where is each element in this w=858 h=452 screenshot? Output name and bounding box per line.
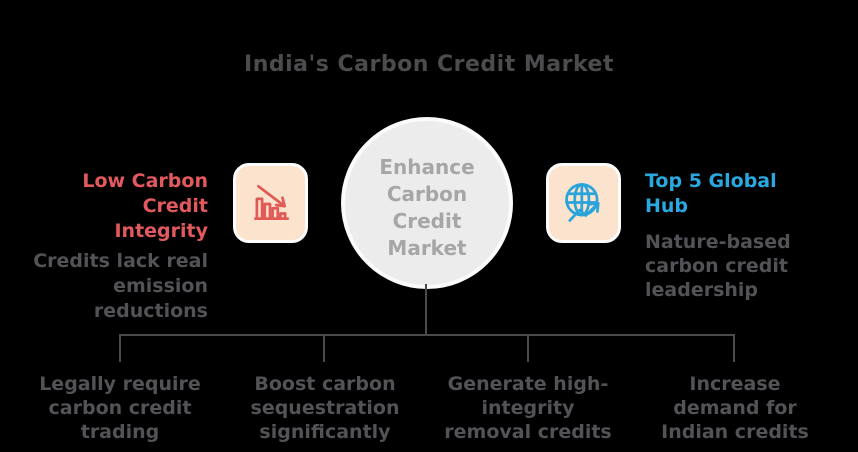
problem-heading-line: Integrity [114,220,208,242]
outcome-line: carbon credit [48,397,192,419]
outcome-line: significantly [259,421,391,443]
outcome-item: Legally require carbon credit trading [20,372,220,444]
outcome-line: trading [80,421,160,443]
outcome-item: Boost carbon sequestration significantly [225,372,425,444]
problem-description: Credits lack real emission reductions [18,249,208,324]
circle-label-line: Credit [392,209,462,233]
circle-label-line: Market [387,236,467,260]
connector-horizontal [119,334,735,336]
problem-icon-tile [233,163,308,243]
problem-heading-line: Low Carbon [82,170,208,192]
connector-drop [527,334,529,362]
goal-description: Nature-based carbon credit leadership [645,230,835,302]
outcome-line: demand for [673,397,797,419]
outcome-line: Increase [689,373,781,395]
central-goal-circle: Enhance Carbon Credit Market [341,117,513,289]
outcome-line: integrity [481,397,575,419]
outcome-line: Legally require [39,373,201,395]
problem-description-line: reductions [93,300,208,322]
globe-growth-icon [560,179,608,227]
declining-bar-chart-icon [248,180,294,226]
connector-stem [425,284,427,335]
goal-icon-tile [546,163,621,243]
outcome-line: Boost carbon [254,373,396,395]
problem-description-line: emission [113,275,208,297]
page-title: India's Carbon Credit Market [244,52,614,77]
outcome-item: Increase demand for Indian credits [635,372,835,444]
problem-heading: Low Carbon Credit Integrity [48,169,208,244]
outcome-line: Indian credits [661,421,809,443]
circle-label-line: Carbon [386,182,468,206]
outcome-line: Generate high- [447,373,609,395]
connector-drop [733,334,735,362]
goal-description-line: Nature-based [645,231,791,253]
problem-description-line: Credits lack real [33,250,208,272]
goal-heading-line: Top 5 Global [645,170,777,192]
outcome-item: Generate high- integrity removal credits [428,372,628,444]
goal-description-line: leadership [645,279,759,301]
connector-drop [119,334,121,362]
goal-description-line: carbon credit [645,255,788,277]
connector-drop [323,334,325,362]
problem-heading-line: Credit [142,195,208,217]
goal-heading-line: Hub [645,195,689,217]
circle-label-line: Enhance [379,155,475,179]
goal-heading: Top 5 Global Hub [645,169,825,219]
outcome-line: removal credits [444,421,612,443]
outcome-line: sequestration [250,397,400,419]
